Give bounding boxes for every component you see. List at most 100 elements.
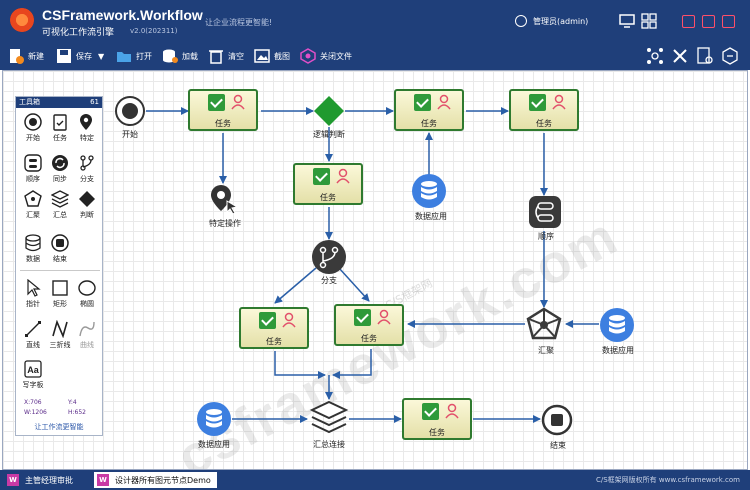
toolbox-item-data[interactable]: 数据 [19, 232, 47, 264]
toolbox-item-ellipse[interactable]: 椭圆 [73, 277, 101, 309]
curve-icon [79, 321, 95, 337]
document-tab-2[interactable]: W 设计器所有图元节点Demo [94, 472, 217, 488]
task-label: 任务 [421, 119, 437, 128]
task-check-icon [422, 403, 439, 420]
task-node-1[interactable]: 任务 [188, 89, 258, 131]
sync-icon [52, 155, 68, 171]
trash-icon [209, 50, 223, 64]
end-node-icon[interactable] [541, 404, 573, 436]
start-circle-icon [24, 113, 42, 131]
start-node-icon[interactable] [114, 95, 146, 127]
toolbox-item-curve[interactable]: 曲线 [73, 318, 101, 350]
toolbox-item-polyline[interactable]: 三折线 [46, 318, 74, 350]
task-node-7[interactable]: 任务 [402, 398, 472, 440]
image-icon [254, 49, 270, 63]
summary-layers-icon [50, 190, 70, 208]
converge-node-icon[interactable] [525, 307, 563, 343]
toolbox-item-textpad[interactable]: Aa 写字板 [19, 358, 47, 390]
toolbox-header[interactable]: 工具箱 61 [16, 97, 102, 108]
screenshot-button[interactable]: 截图 [254, 46, 290, 66]
restore-button[interactable] [702, 15, 715, 28]
open-label: 打开 [136, 51, 152, 61]
task-user-icon [377, 309, 391, 325]
toolbox-item-specific[interactable]: 特定 [73, 111, 101, 143]
export-icon[interactable] [721, 47, 739, 65]
toolbox-item-pointer[interactable]: 指针 [19, 277, 47, 309]
specific-pin-icon [80, 114, 92, 130]
clear-label: 清空 [228, 51, 244, 61]
save-label: 保存 [76, 51, 92, 61]
task-node-4[interactable]: 任务 [509, 89, 579, 131]
clear-button[interactable]: 清空 [208, 46, 244, 66]
text-aa-icon: Aa [24, 360, 42, 378]
toolbox-item-rectangle[interactable]: 矩形 [46, 277, 74, 309]
database-load-icon [163, 49, 178, 63]
decision-diamond-icon[interactable] [313, 95, 345, 127]
coord-h: H:652 [68, 409, 86, 416]
toolbox-item-label: 三折线 [49, 341, 71, 349]
toolbox-panel[interactable]: 工具箱 61 开始 任务 特定 顺序 同步 分支 汇聚 [15, 96, 103, 436]
toolbox-item-label: 直线 [26, 341, 40, 349]
link-task5-summary [274, 351, 326, 379]
database-node-icon[interactable] [411, 173, 447, 209]
toolbox-item-sync[interactable]: 同步 [46, 152, 74, 184]
document-settings-icon[interactable] [696, 47, 714, 65]
open-button[interactable]: 打开 [116, 46, 152, 66]
toolbox-item-start[interactable]: 开始 [19, 111, 47, 143]
branch-label: 分支 [321, 276, 337, 285]
task-user-icon [336, 168, 350, 184]
specific-pin-icon[interactable] [207, 183, 239, 215]
toolbox-item-summary[interactable]: 汇总 [46, 188, 74, 220]
summary-layers-icon[interactable] [309, 400, 349, 436]
task-node-3[interactable]: 任务 [394, 89, 464, 131]
task-user-icon [231, 94, 245, 110]
open-folder-icon [117, 52, 131, 62]
copyright-text: C/S框架网版权所有 www.csframework.com [595, 476, 740, 484]
new-button[interactable]: 新建 [8, 46, 44, 66]
toolbox-footer: 让工作流更智能 [34, 423, 84, 431]
toolbox-item-sequence[interactable]: 顺序 [19, 152, 47, 184]
task-node-6[interactable]: 任务 [334, 304, 404, 346]
coord-y: Y:4 [68, 399, 77, 406]
exit-button[interactable] [682, 15, 695, 28]
workflow-canvas[interactable]: csframework.com C/S框架网 [2, 70, 748, 470]
title-bar: CSFramework.Workflow 可视化工作流引擎 v2.0(20231… [0, 0, 750, 42]
close-button[interactable] [722, 15, 735, 28]
toolbox-item-decision[interactable]: 判断 [73, 188, 101, 220]
task-node-5[interactable]: 任务 [239, 307, 309, 349]
chevron-down-icon[interactable]: ▼ [98, 51, 105, 61]
toolbox-item-task[interactable]: 任务 [46, 111, 74, 143]
user-name[interactable]: 管理员(admin) [533, 17, 589, 26]
summary-label: 汇总连接 [313, 440, 345, 449]
user-avatar-icon[interactable] [515, 15, 527, 27]
toolbox-item-branch[interactable]: 分支 [73, 152, 101, 184]
toolbox-item-end[interactable]: 结束 [46, 232, 74, 264]
save-button[interactable]: 保存 ▼ [56, 46, 104, 66]
converge-icon [24, 190, 42, 207]
load-button[interactable]: 加载 [162, 46, 198, 66]
workflow-logo-icon: W [7, 474, 19, 486]
database-node-icon[interactable] [599, 307, 635, 343]
network-icon[interactable] [646, 47, 664, 65]
database-node-icon[interactable] [196, 401, 232, 437]
svg-text:Aa: Aa [27, 365, 39, 375]
monitor-settings-icon[interactable] [619, 13, 635, 29]
branch-node-icon[interactable] [311, 239, 347, 275]
sequence-node-icon[interactable] [528, 195, 562, 229]
toolbox-item-line[interactable]: 直线 [19, 318, 47, 350]
tools-icon[interactable] [671, 47, 689, 65]
rectangle-icon [52, 280, 68, 296]
toolbox-pin[interactable]: 61 [90, 98, 99, 106]
task-user-icon [445, 403, 459, 419]
grid-apps-icon[interactable] [641, 13, 657, 29]
toolbox-item-label: 顺序 [26, 175, 40, 183]
decision-diamond-icon [79, 191, 95, 207]
toolbox-item-converge[interactable]: 汇聚 [19, 188, 47, 220]
new-label: 新建 [28, 51, 44, 61]
task-node-2[interactable]: 任务 [293, 163, 363, 205]
polyline-icon [52, 319, 68, 339]
document-tab-1[interactable]: W 主管经理审批 [4, 472, 79, 488]
task-clipboard-icon [53, 114, 67, 131]
close-file-button[interactable]: 关闭文件 [300, 46, 352, 66]
toolbox-item-label: 汇总 [53, 211, 67, 219]
